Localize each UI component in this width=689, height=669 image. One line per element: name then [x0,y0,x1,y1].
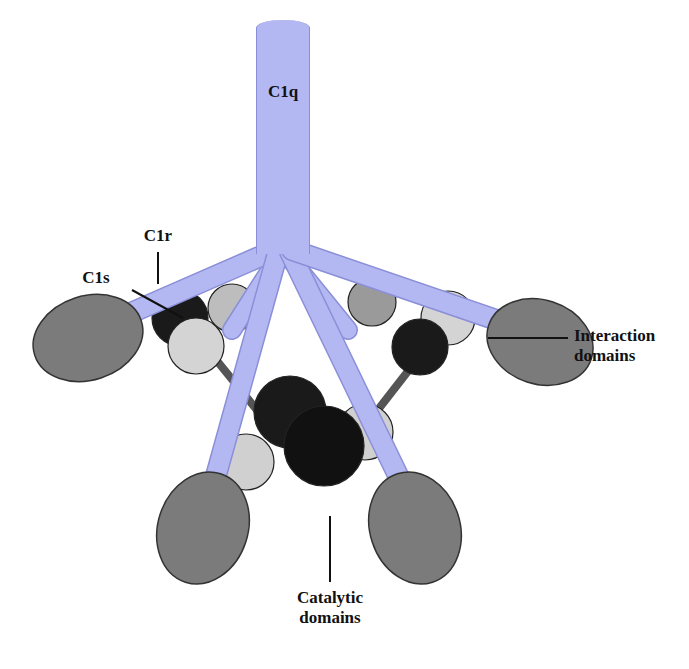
c1q-stalk: C1q [256,20,310,254]
leader-lines [132,252,568,582]
c1q-arms [110,250,520,490]
component-label: C1s [66,268,126,288]
component-name: C1q [268,82,298,102]
domain-label: Interaction domains [574,326,682,365]
domain-label: Catalytic domains [280,588,380,627]
front-catalytic-domain [284,406,364,486]
component-label: C1r [128,226,188,246]
c1q-heads [22,281,605,596]
